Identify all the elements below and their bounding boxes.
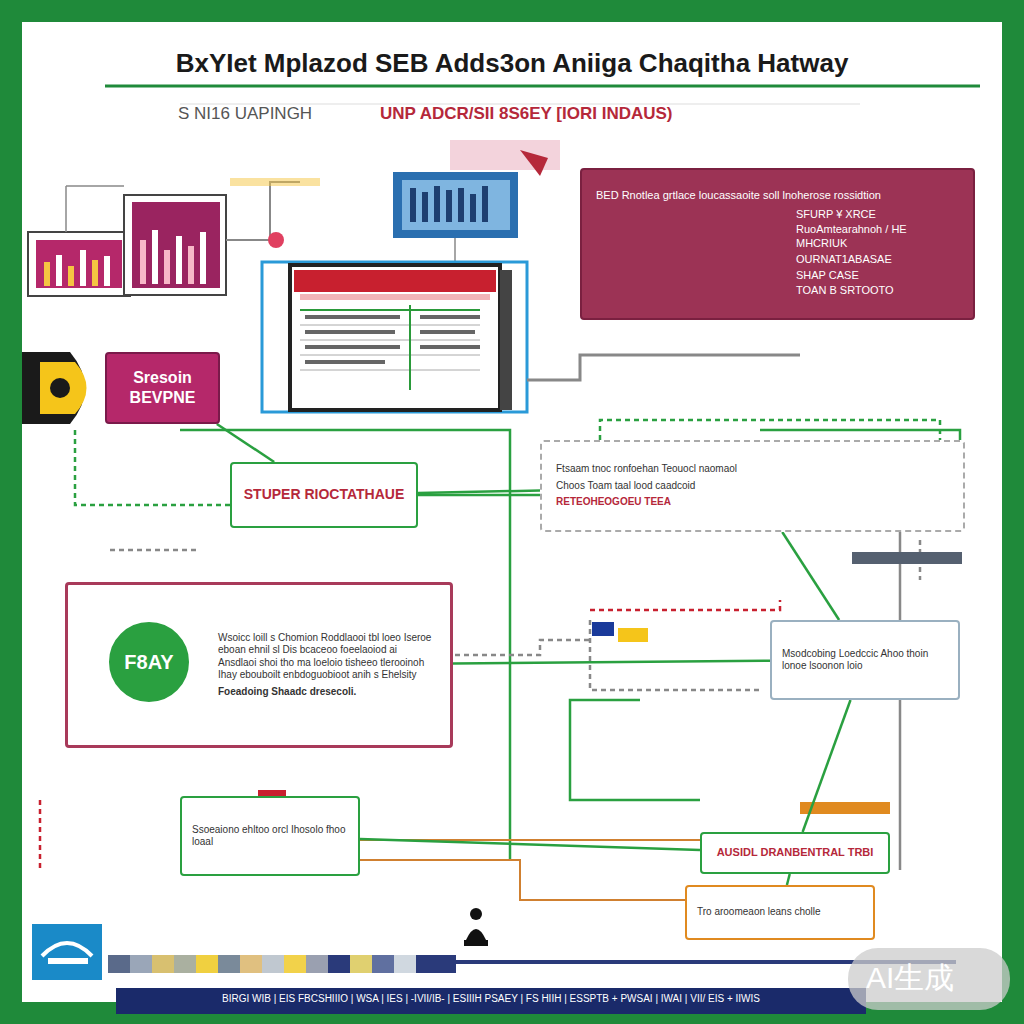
process-box: STUPER RIOCTATHAUE xyxy=(230,462,418,528)
node-text: RuoAmtearahnoh / HE MHCRIUK xyxy=(796,223,959,251)
process-box: Ftsaam tnoc ronfoehan Teouocl naomaolCho… xyxy=(540,440,965,532)
colour-strip xyxy=(108,955,956,973)
process-box: Tro aroomeaon leans cholle xyxy=(685,885,875,940)
flag-symbol xyxy=(592,622,614,636)
connector xyxy=(418,490,540,493)
badge-shape xyxy=(22,352,87,424)
connector xyxy=(803,700,851,832)
connector xyxy=(360,839,700,850)
bar-symbol xyxy=(852,552,962,564)
node-text: RETEOHEOGOEU TEEA xyxy=(556,496,949,509)
node-text: OURNAT1ABASAE xyxy=(796,253,959,267)
connector xyxy=(217,424,274,462)
process-circle: F8AY xyxy=(106,619,192,705)
node-heading: F8AY xyxy=(109,650,189,675)
node-heading: STUPER RIOCTATHAUE xyxy=(236,486,412,504)
node-heading: Msodcobing Loedccic Ahoo thoin lonoe lso… xyxy=(782,648,948,673)
title-rule xyxy=(105,85,980,88)
node-text: TOAN B SRTOOTO xyxy=(796,284,959,298)
node-heading: Ssoeaiono ehltoo orcl Ihosolo fhoo loaal xyxy=(192,824,348,849)
process-box: Msodcobing Loedccic Ahoo thoin lonoe lso… xyxy=(770,620,960,700)
process-box: Ssoeaiono ehltoo orcl Ihosolo fhoo loaal xyxy=(180,796,360,876)
person-icon xyxy=(464,908,488,946)
diagram-title: BxYIet Mplazod SEB Adds3on Aniiga Chaqit… xyxy=(0,48,1024,79)
flag-symbol xyxy=(618,628,648,642)
info-panel: BED Rnotlea grtlace loucassaoite soll ln… xyxy=(580,168,975,320)
connector xyxy=(787,874,790,885)
process-box: Wsoicc loill s Chomion Roddlaooi tbl loe… xyxy=(65,582,453,748)
node-text: SHAP CASE xyxy=(796,269,959,283)
label-box: Sresoin BEVPNE xyxy=(105,352,220,424)
node-heading: BED Rnotlea grtlace loucassaoite soll ln… xyxy=(596,189,959,203)
node-heading: Wsoicc loill s Chomion Roddlaooi tbl loe… xyxy=(218,632,436,682)
node-heading: Ftsaam tnoc ronfoehan Teouocl naomaol xyxy=(556,463,949,476)
node-heading: AUSIDL DRANBENTRAL TRBI xyxy=(706,846,884,860)
subtitle-label: UNP ADCR/SII 8S6EY [IORI INDAUS) xyxy=(380,104,673,124)
connector xyxy=(453,661,770,664)
caption-strip: BIRGI WIB | EIS FBCSHIIIO | WSA | IES | … xyxy=(116,993,866,1004)
node-heading: Sresoin BEVPNE xyxy=(111,368,214,408)
node-heading: Tro aroomeaon leans cholle xyxy=(697,906,863,919)
caption-band xyxy=(116,988,866,1014)
logo-symbol xyxy=(32,924,102,980)
process-box: AUSIDL DRANBENTRAL TRBI xyxy=(700,832,890,874)
watermark-badge xyxy=(848,948,1010,1010)
node-text: SFURP ¥ XRCE xyxy=(796,208,959,222)
connector xyxy=(782,532,839,620)
header-graphic xyxy=(393,140,560,265)
subtitle-label: S NI16 UAPINGH xyxy=(178,104,312,124)
node-text: Foeadoing Shaadc dresecoli. xyxy=(218,686,436,699)
watermark: AI生成 xyxy=(866,958,954,999)
node-text: Choos Toam taal lood caadcoid xyxy=(556,480,949,493)
